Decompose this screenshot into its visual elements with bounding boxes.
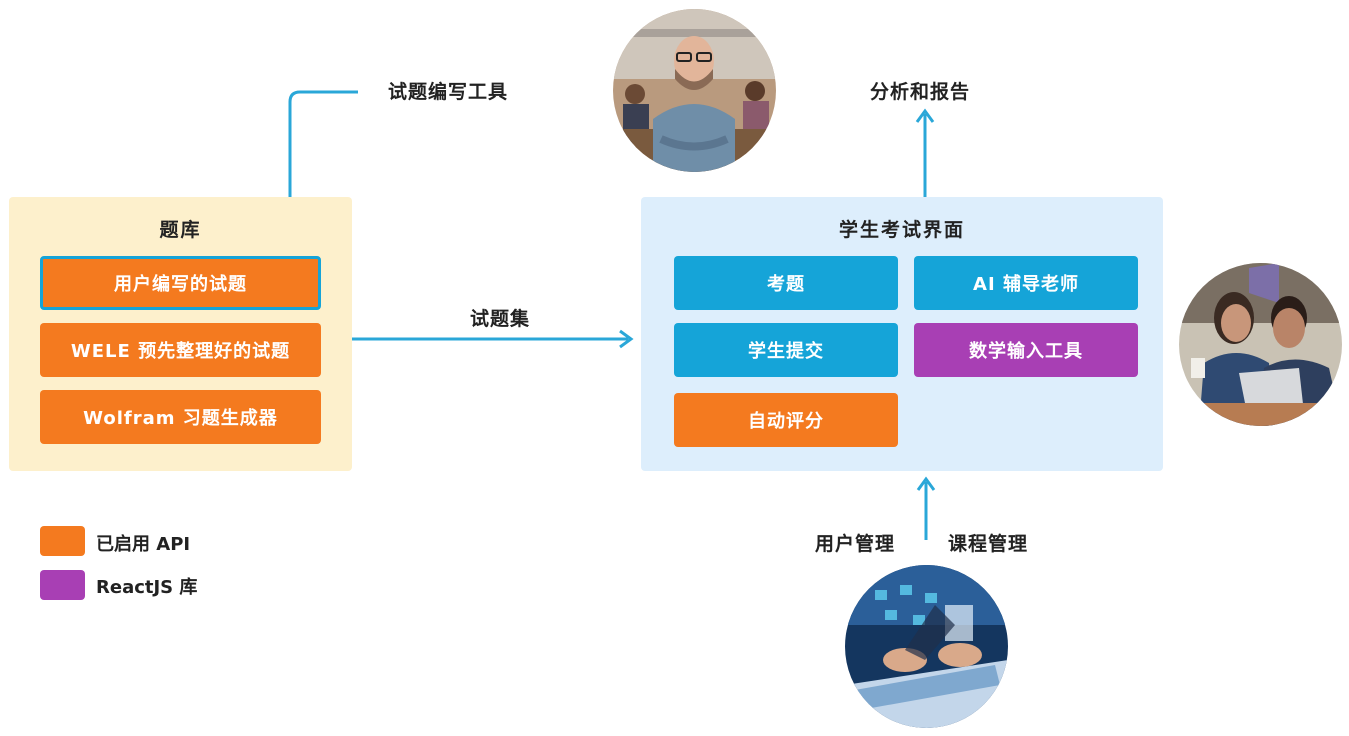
question-set-label: 试题集	[470, 308, 531, 330]
auto-grading-box[interactable]: 自动评分	[674, 393, 898, 447]
legend-react-label: ReactJS 库	[96, 577, 198, 598]
ai-tutor-box[interactable]: AI 辅导老师	[914, 256, 1138, 310]
user-management-label: 用户管理	[815, 533, 896, 555]
analytics-arrow-head	[915, 108, 935, 123]
student-exam-title: 学生考试界面	[838, 219, 965, 241]
management-arrow-head	[916, 476, 936, 491]
students-photo	[1179, 263, 1342, 426]
math-input-box[interactable]: 数学输入工具	[914, 323, 1138, 377]
legend-react-swatch	[40, 570, 85, 600]
laptop-photo	[845, 565, 1008, 728]
authoring-tool-label: 试题编写工具	[388, 81, 509, 103]
student-submissions-box[interactable]: 学生提交	[674, 323, 898, 377]
legend-api-label: 已启用 API	[96, 534, 191, 555]
legend-api-swatch	[40, 526, 85, 556]
teacher-photo	[613, 9, 776, 172]
question-bank-title: 题库	[159, 219, 202, 241]
exam-questions-box[interactable]: 考题	[674, 256, 898, 310]
authoring-arrow	[288, 90, 358, 245]
question-set-arrow-head	[619, 329, 634, 349]
student-exam-panel: 学生考试界面 考题 AI 辅导老师 学生提交 数学输入工具 自动评分	[641, 197, 1163, 471]
question-bank-panel: 题库 用户编写的试题 WELE 预先整理好的试题 Wolfram 习题生成器	[9, 197, 352, 471]
analytics-label: 分析和报告	[870, 81, 971, 103]
user-authored-questions[interactable]: 用户编写的试题	[40, 256, 321, 310]
wolfram-problem-generator[interactable]: Wolfram 习题生成器	[40, 390, 321, 444]
course-management-label: 课程管理	[948, 533, 1029, 555]
wele-curated-questions[interactable]: WELE 预先整理好的试题	[40, 323, 321, 377]
